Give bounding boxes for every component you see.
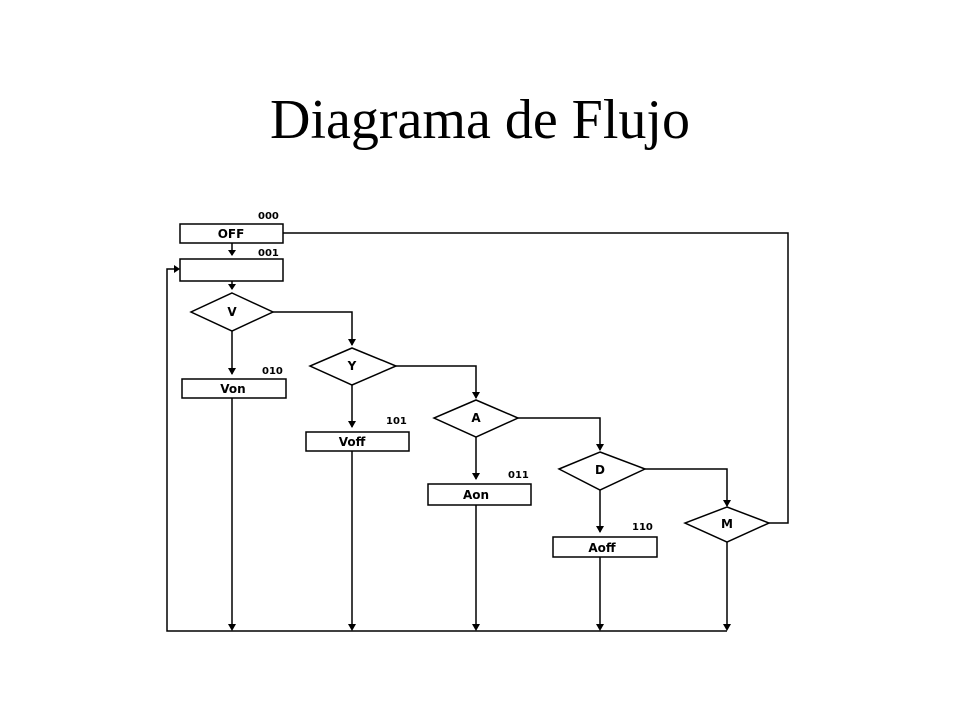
node-voff: Voff 101 — [305, 416, 410, 452]
node-aoff: Aoff 110 — [552, 522, 658, 558]
node-aon: Aon 011 — [427, 470, 532, 506]
node-label: Voff — [339, 435, 366, 449]
decision-a: A — [432, 399, 520, 438]
connectors — [166, 232, 789, 632]
node-label: Aon — [463, 488, 489, 502]
node-off: OFF 000 — [179, 211, 284, 244]
state-code: 010 — [262, 366, 283, 377]
state-code: 110 — [632, 522, 653, 533]
state-box — [552, 536, 658, 558]
state-box — [305, 431, 410, 452]
decision-label: D — [595, 463, 605, 477]
node-init: 001 — [179, 248, 284, 282]
state-box — [181, 378, 287, 399]
decision-label: A — [471, 411, 481, 425]
decision-d: D — [557, 451, 647, 491]
state-code: 000 — [258, 211, 279, 222]
state-code: 011 — [508, 470, 529, 481]
state-box — [179, 258, 284, 282]
decision-label: M — [721, 517, 733, 531]
decision-label: Y — [347, 359, 357, 373]
decision-diamond — [308, 347, 398, 386]
node-label: OFF — [218, 227, 245, 241]
slide-title: Diagrama de Flujo — [270, 89, 690, 151]
decision-v: V — [189, 292, 275, 332]
decision-label: V — [227, 305, 237, 319]
decision-diamond — [683, 506, 771, 543]
decision-diamond — [189, 292, 275, 332]
node-von: Von 010 — [181, 366, 287, 399]
state-box — [179, 223, 284, 244]
state-code: 001 — [258, 248, 279, 259]
decision-diamond — [432, 399, 520, 438]
decision-diamond — [557, 451, 647, 491]
state-code: 101 — [386, 416, 407, 427]
state-box — [427, 483, 532, 506]
node-label: Aoff — [588, 541, 616, 555]
arrowheads — [174, 250, 731, 631]
decision-m: M — [683, 506, 771, 543]
decision-y: Y — [308, 347, 398, 386]
node-label: Von — [220, 382, 245, 396]
